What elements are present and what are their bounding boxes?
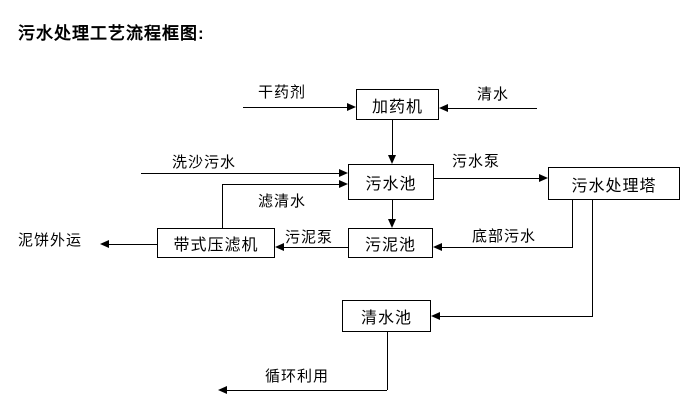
label-dry-chemical: 干药剂 xyxy=(258,84,307,101)
line-bottom-sewage-v xyxy=(572,200,573,247)
label-sand-washing-sewage: 洗沙污水 xyxy=(172,154,237,171)
line-dosing-to-sewage-pool xyxy=(392,120,393,156)
line-tower-to-clean-pool-v xyxy=(592,200,593,316)
arrowhead-tower-to-clean-pool-icon xyxy=(431,312,440,320)
page-title: 污水处理工艺流程框图: xyxy=(18,24,205,43)
node-dosing-machine-label: 加药机 xyxy=(371,98,423,116)
line-filtered-water-h xyxy=(222,184,340,185)
label-recycle: 循环利用 xyxy=(265,368,330,385)
line-clean-water xyxy=(448,108,537,109)
arrowhead-dosing-to-sewage-pool-icon xyxy=(388,155,396,164)
arrowhead-bottom-sewage-icon xyxy=(433,243,442,251)
node-belt-filter-press-label: 带式压滤机 xyxy=(173,237,259,254)
label-sludge-pump: 污泥泵 xyxy=(285,229,334,246)
line-mud-cake-out xyxy=(109,244,157,245)
node-clean-water-pool: 清水池 xyxy=(342,300,431,332)
arrowhead-dry-chemical-icon xyxy=(347,103,356,111)
label-bottom-sewage: 底部污水 xyxy=(472,228,537,245)
line-sand-washing-sewage xyxy=(141,173,340,174)
node-clean-water-pool-label: 清水池 xyxy=(360,310,412,327)
line-dry-chemical xyxy=(243,107,348,108)
arrowhead-sewage-pool-to-sludge-pool-icon xyxy=(388,219,396,228)
line-filtered-water-v xyxy=(222,184,223,228)
arrowhead-clean-water-icon xyxy=(439,104,448,112)
label-filtered-water: 滤清水 xyxy=(258,193,307,210)
line-sludge-pump xyxy=(284,247,348,248)
label-clean-water: 清水 xyxy=(477,86,510,103)
arrowhead-mud-cake-out-icon xyxy=(100,240,109,248)
line-recycle-h xyxy=(227,390,387,391)
arrowhead-sewage-pump-icon xyxy=(539,174,548,182)
node-sludge-pool-label: 污泥池 xyxy=(364,237,416,254)
line-sewage-pool-to-sludge-pool xyxy=(392,200,393,220)
line-sewage-pump xyxy=(434,178,540,179)
node-treatment-tower-label: 污水处理塔 xyxy=(571,177,657,195)
line-recycle-v xyxy=(387,332,388,390)
node-treatment-tower: 污水处理塔 xyxy=(548,167,680,200)
node-sewage-pool-label: 污水池 xyxy=(365,176,417,193)
line-tower-to-clean-pool-h xyxy=(440,316,593,317)
node-dosing-machine: 加药机 xyxy=(356,89,439,120)
label-sewage-pump: 污水泵 xyxy=(452,153,501,170)
arrowhead-filtered-water-icon xyxy=(339,180,348,188)
arrowhead-recycle-icon xyxy=(218,386,227,394)
node-sludge-pool: 污泥池 xyxy=(348,228,433,258)
node-belt-filter-press: 带式压滤机 xyxy=(157,228,275,258)
label-mud-cake-out: 泥饼外运 xyxy=(18,232,83,249)
arrowhead-sand-washing-sewage-icon xyxy=(339,169,348,177)
node-sewage-pool: 污水池 xyxy=(348,164,434,200)
line-bottom-sewage-h xyxy=(442,247,573,248)
arrowhead-sludge-pump-icon xyxy=(275,243,284,251)
